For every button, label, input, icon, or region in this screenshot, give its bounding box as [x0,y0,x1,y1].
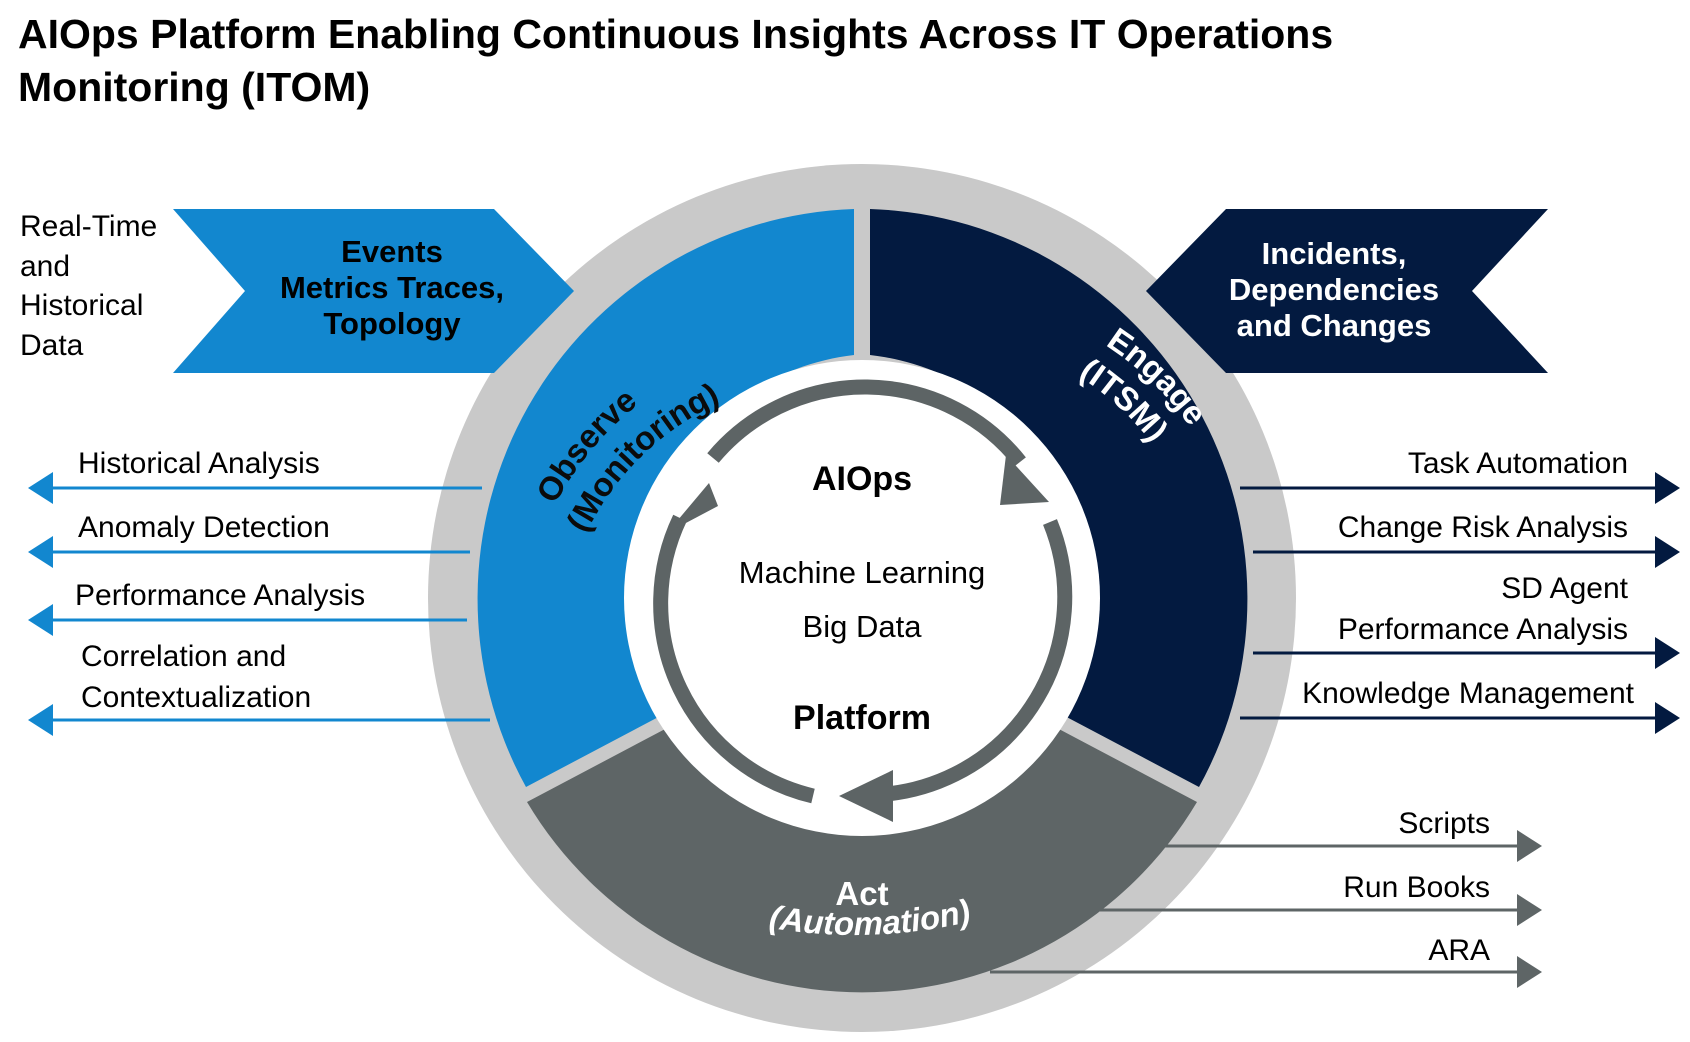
platform-core [624,360,1100,836]
input-line: Real-Time [20,210,157,243]
input-data-label: Real-Time and Historical Data [20,210,157,362]
input-line: Data [20,329,84,362]
output-arrow-bottom: Run Books [1100,871,1542,926]
cycle-arrow-right [867,519,1073,803]
chevron-line: Metrics Traces, [280,270,504,305]
output-arrow-left: Correlation and Contextualization [28,640,490,736]
output-label: Change Risk Analysis [1338,511,1628,544]
output-label: Correlation and [81,640,286,673]
arrowhead-left [667,483,718,533]
output-arrow-bottom: ARA [990,934,1542,988]
events-chevron [173,209,574,373]
center-bottom: Platform [793,699,931,737]
title-line-1: AIOps Platform Enabling Continuous Insig… [18,11,1334,57]
events-chevron-text: Events Metrics Traces, Topology [280,234,504,341]
cycle-arrowheads [667,455,1049,822]
observe-segment [477,209,854,787]
output-arrow-right: Change Risk Analysis [1253,511,1680,568]
output-arrow-left: Historical Analysis [28,447,482,504]
output-label: Scripts [1398,807,1490,840]
output-label: Run Books [1343,871,1490,904]
output-arrow-left: Anomaly Detection [28,511,470,568]
center-line-2: Big Data [803,609,923,644]
output-label: Historical Analysis [78,447,320,480]
right-outputs: Task Automation Change Risk Analysis SD … [1240,447,1680,734]
act-segment [527,728,1197,993]
output-arrow-bottom: Scripts [1165,807,1542,862]
incidents-chevron-text: Incidents, Dependencies and Changes [1229,236,1439,343]
output-label: Contextualization [81,681,311,714]
title-line-2: Monitoring (ITOM) [18,64,371,110]
output-label: Anomaly Detection [78,511,330,544]
output-label: Knowledge Management [1302,677,1635,710]
cycle-arrow-bottom [653,514,815,804]
center-line-1: Machine Learning [739,555,985,590]
chevron-line: Dependencies [1229,272,1439,307]
output-label: ARA [1428,934,1490,967]
cycle-arrows [653,379,1073,804]
chevron-line: Events [341,234,443,269]
input-line: Historical [20,289,143,322]
chevron-line: Incidents, [1262,236,1407,271]
output-arrow-right: Knowledge Management [1240,677,1680,734]
bottom-outputs: Scripts Run Books ARA [990,807,1542,988]
output-arrow-right: SD Agent Performance Analysis [1253,572,1680,669]
act-title: Act [835,875,888,912]
incidents-chevron [1146,209,1548,373]
output-arrow-left: Performance Analysis [28,579,467,636]
output-label: Task Automation [1408,447,1628,480]
arrowhead-top-right [1000,455,1049,505]
page-title: AIOps Platform Enabling Continuous Insig… [18,8,1333,114]
left-outputs: Historical Analysis Anomaly Detection Pe… [28,447,490,736]
output-label: Performance Analysis [75,579,365,612]
engage-segment [870,209,1248,787]
input-line: and [20,250,70,283]
center-title: AIOps [812,460,912,498]
output-label: SD Agent [1501,572,1628,605]
chevron-line: Topology [323,306,461,341]
output-arrow-right: Task Automation [1240,447,1680,504]
center-text: AIOps Machine Learning Big Data Platform [739,460,985,737]
output-label: Performance Analysis [1338,613,1628,646]
arrowhead-bottom [839,770,893,822]
chevron-line: and Changes [1237,308,1432,343]
cycle-arrow-top [707,379,1026,467]
